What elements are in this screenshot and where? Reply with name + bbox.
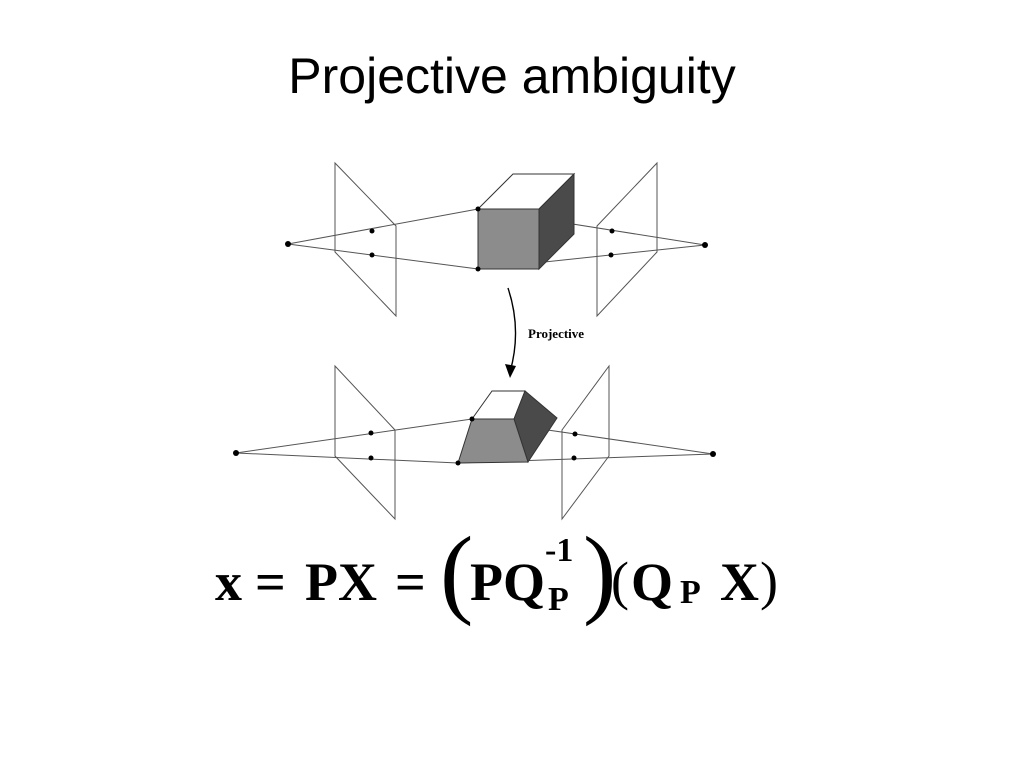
bottom-cube	[457, 390, 558, 464]
formula-PX: PX	[305, 552, 377, 612]
bottom-left-ray-lower	[235, 452, 459, 464]
bottom-left-image-point-2	[368, 455, 374, 461]
formula-PQ: PQ	[470, 552, 545, 612]
top-left-ray-upper	[287, 208, 479, 245]
top-left-image-point-2	[369, 252, 375, 258]
top-left-camera-center	[285, 241, 291, 247]
formula-superscript: -1	[545, 532, 574, 569]
top-left-ray-lower	[287, 243, 479, 270]
top-cube-front-face	[477, 208, 540, 270]
arrow-head	[505, 364, 516, 378]
top-points	[285, 206, 708, 272]
top-right-image-plane	[596, 161, 658, 318]
top-right-image-point-1	[609, 228, 615, 234]
bottom-right-image-point-1	[572, 431, 578, 437]
formula-equals-2: =	[395, 552, 426, 612]
bottom-left-image-point-1	[368, 430, 374, 436]
top-cube	[476, 172, 576, 271]
projective-arrow: Projective	[505, 287, 584, 378]
projective-ambiguity-formula: x = PX = ( PQ -1 P ) ( Q P X )	[215, 522, 795, 638]
arrow-label: Projective	[528, 326, 584, 341]
bottom-right-camera-center	[710, 451, 716, 457]
top-left-image-plane	[334, 161, 397, 318]
bottom-world-point-2	[455, 460, 461, 466]
formula-left-paren-1: (	[440, 516, 474, 627]
top-world-point-2	[475, 266, 481, 272]
formula-subscript-1: P	[548, 581, 569, 618]
bottom-left-ray-upper	[235, 418, 473, 454]
bottom-right-image-point-2	[571, 455, 577, 461]
formula-right-paren-2: )	[760, 551, 778, 611]
formula-Q: Q	[631, 552, 674, 612]
formula-left-paren-2: (	[611, 551, 629, 611]
formula-right-paren-1: )	[583, 516, 617, 627]
bottom-left-camera-center	[233, 450, 239, 456]
bottom-world-point-1	[469, 416, 475, 422]
top-right-camera-center	[702, 242, 708, 248]
slide-title: Projective ambiguity	[288, 48, 736, 104]
bottom-cube-front-face	[457, 418, 529, 464]
formula-X: X	[720, 552, 759, 612]
formula-equals-1: =	[255, 552, 286, 612]
formula-subscript-2: P	[680, 574, 701, 611]
top-world-point-1	[475, 206, 481, 212]
arrow-curve	[507, 287, 517, 373]
bottom-right-image-plane	[561, 364, 610, 521]
bottom-points	[233, 416, 716, 466]
formula-x: x	[215, 552, 242, 612]
top-right-image-point-2	[608, 252, 614, 258]
top-left-image-point-1	[369, 228, 375, 234]
bottom-left-image-plane	[334, 364, 396, 521]
